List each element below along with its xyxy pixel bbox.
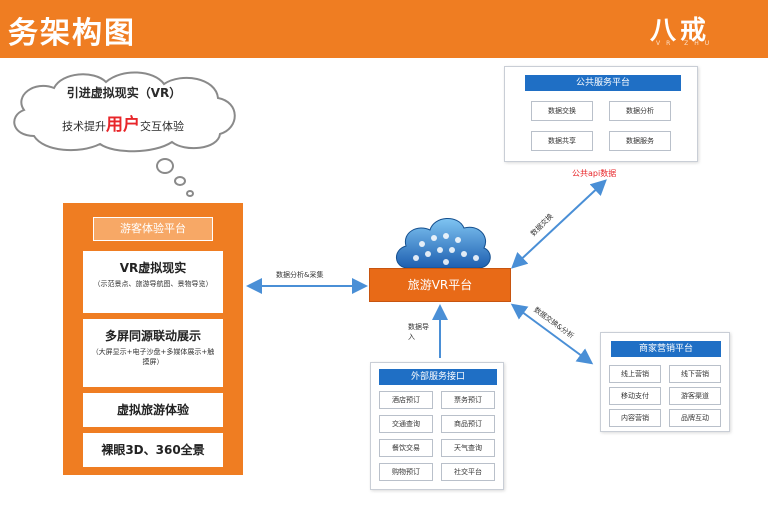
external-cell: 天气查询	[441, 439, 495, 457]
public-api-label: 公共api数据	[572, 169, 617, 178]
marketing-panel-title: 商家营销平台	[611, 341, 721, 357]
left-item-vr: VR虚拟现实 （示范景点、旅游导航图、景物导览）	[83, 251, 223, 313]
marketing-cell: 移动支付	[609, 387, 661, 405]
header-band: 务架构图 八戒 VR ZHU	[0, 0, 768, 58]
public-cell: 数据分析	[609, 101, 671, 121]
marketing-link-arrow	[510, 303, 594, 365]
company-logo: 八戒 VR ZHU	[650, 10, 760, 50]
external-service-panel: 外部服务接口 酒店预订 票务预订 交通查询 商品预订 餐饮交易 天气查询 购物预…	[370, 362, 504, 490]
thought-bubble-medium	[174, 176, 186, 186]
logo-subtext: VR ZHU	[656, 40, 716, 47]
public-cell: 数据服务	[609, 131, 671, 151]
tourist-panel-title: 游客体验平台	[93, 217, 213, 241]
external-cell: 社交平台	[441, 463, 495, 481]
external-cell: 餐饮交易	[379, 439, 433, 457]
marketing-cell: 线下营销	[669, 365, 721, 383]
public-service-panel: 公共服务平台 数据交换 数据分析 数据共享 数据服务	[504, 66, 698, 162]
left-item-3d: 裸眼3D、360全景	[83, 433, 223, 467]
public-cell: 数据共享	[531, 131, 593, 151]
thought-bubble-large	[156, 158, 174, 174]
cloud-line-2: 技术提升用户交互体验	[62, 115, 184, 135]
thought-cloud: 引进虚拟现实（VR） 技术提升用户交互体验	[4, 66, 244, 154]
left-item-multiscreen: 多屏同源联动展示 （大屏显示+电子沙盘+多媒体展示+触摸屏）	[83, 319, 223, 387]
public-cell: 数据交换	[531, 101, 593, 121]
cloud-shape-icon	[13, 71, 236, 153]
external-panel-title: 外部服务接口	[379, 369, 497, 385]
external-cell: 交通查询	[379, 415, 433, 433]
logo-mark: 八戒	[650, 16, 711, 46]
tourist-experience-panel: 游客体验平台 VR虚拟现实 （示范景点、旅游导航图、景物导览） 多屏同源联动展示…	[63, 203, 243, 475]
merchant-marketing-panel: 商家营销平台 线上营销 线下营销 移动支付 游客渠道 内容营销 品牌互动	[600, 332, 730, 432]
external-cell: 购物预订	[379, 463, 433, 481]
marketing-cell: 游客渠道	[669, 387, 721, 405]
external-cell: 酒店预订	[379, 391, 433, 409]
external-cell: 商品预订	[441, 415, 495, 433]
highlight-user: 用户	[106, 115, 140, 135]
page-title: 务架构图	[8, 16, 136, 51]
external-cell: 票务预订	[441, 391, 495, 409]
public-link-label: 数据交换	[529, 212, 555, 238]
cloud-line-1: 引进虚拟现实（VR）	[66, 86, 182, 100]
marketing-cell: 品牌互动	[669, 409, 721, 427]
left-link-label: 数据分析&采集	[276, 271, 324, 279]
left-item-virtual-tour: 虚拟旅游体验	[83, 393, 223, 427]
marketing-link-label: 数据交换&分析	[532, 305, 576, 341]
vr-platform-box: 旅游VR平台	[369, 268, 511, 302]
marketing-cell: 线上营销	[609, 365, 661, 383]
public-panel-title: 公共服务平台	[525, 75, 681, 91]
marketing-cell: 内容营销	[609, 409, 661, 427]
public-link-arrow	[511, 179, 607, 269]
external-link-label: 数据导入	[408, 323, 429, 341]
thought-bubble-small	[186, 190, 194, 197]
cloud-platform-icon	[396, 218, 491, 269]
